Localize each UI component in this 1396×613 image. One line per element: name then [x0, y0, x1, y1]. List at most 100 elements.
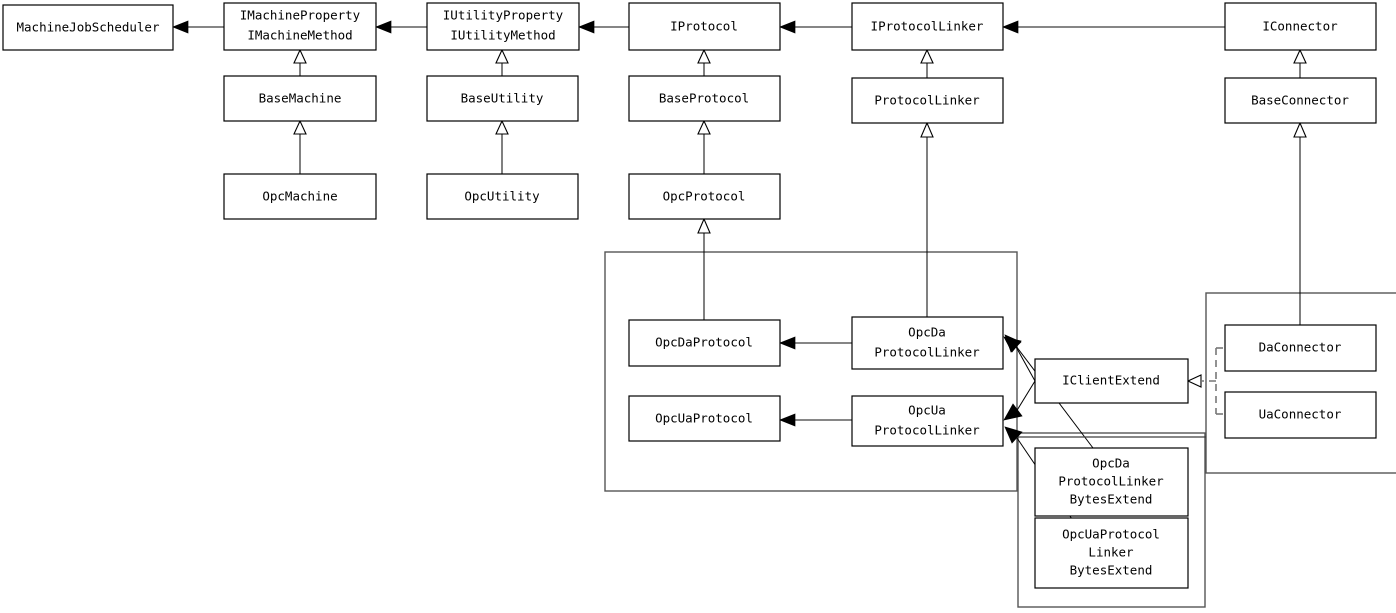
class-label: OpcUtility	[464, 189, 540, 204]
class-box[interactable]	[1034, 358, 1189, 404]
class-label: IProtocolLinker	[871, 19, 984, 34]
class-label-line1: IUtilityProperty	[443, 8, 564, 23]
class-box[interactable]	[1224, 2, 1377, 51]
edge-opcuaprotocollinker-to-opcuaprotocol	[779, 413, 852, 427]
class-label-line1: OpcDa	[1092, 456, 1130, 471]
class-label-line1: OpcDa	[908, 325, 946, 340]
class-node-basemachine[interactable]: BaseMachine	[223, 75, 377, 122]
class-label-line2: ProtocolLinker	[1058, 474, 1164, 489]
class-box[interactable]	[426, 173, 579, 220]
group-box-connector	[1205, 292, 1396, 474]
edge-baseconnector-to-iconnector	[1293, 48, 1307, 78]
class-box[interactable]	[628, 395, 781, 442]
edge-iconnector-to-iprotocollinker	[1002, 20, 1225, 34]
class-node-opcdaprotocol[interactable]: OpcDaProtocol	[628, 319, 781, 367]
edge-connectors-to-iclientextend-realization	[1186, 347, 1225, 415]
class-node-uaconnector[interactable]: UaConnector	[1224, 391, 1377, 439]
edge-iutilityproperty-to-imachineproperty	[375, 20, 427, 34]
edges-layer	[172, 20, 1307, 551]
class-node-daconnector[interactable]: DaConnector	[1224, 324, 1377, 372]
class-box[interactable]	[1224, 324, 1377, 372]
class-node-iutilityproperty[interactable]: IUtilityProperty IUtilityMethod	[426, 2, 580, 51]
class-label: BaseUtility	[461, 91, 544, 106]
class-box[interactable]	[628, 75, 781, 122]
class-node-opcualinkerbytesextend[interactable]: OpcUaProtocol Linker BytesExtend	[1034, 517, 1189, 589]
class-node-opcdalinkerbytesextend[interactable]: OpcDa ProtocolLinker BytesExtend	[1034, 447, 1189, 517]
class-box[interactable]	[223, 173, 377, 220]
class-box[interactable]	[1034, 447, 1189, 517]
class-label: BaseMachine	[259, 91, 342, 106]
edge-opcutility-to-baseutility	[495, 119, 509, 174]
class-node-protocollinker[interactable]: ProtocolLinker	[851, 77, 1004, 124]
edge-opcdaprotocol-to-opcprotocol	[697, 217, 711, 320]
class-node-opcuaprotocol[interactable]: OpcUaProtocol	[628, 395, 781, 442]
class-box[interactable]	[223, 75, 377, 122]
class-node-machinejobscheduler[interactable]: MachineJobScheduler	[2, 4, 174, 51]
edge-iclientextend-to-opcuaprotocollinker	[1003, 380, 1036, 421]
edge-basemachine-to-imachineproperty	[293, 48, 307, 76]
class-box[interactable]	[426, 75, 579, 122]
edge-opcdaprotocollinker-to-protocollinker	[920, 121, 934, 317]
class-box[interactable]	[851, 395, 1004, 447]
class-node-baseutility[interactable]: BaseUtility	[426, 75, 579, 122]
class-label-line3: BytesExtend	[1070, 492, 1153, 507]
class-box[interactable]	[426, 2, 580, 51]
class-label: UaConnector	[1259, 407, 1342, 422]
class-label: OpcProtocol	[663, 189, 746, 204]
class-node-opcprotocol[interactable]: OpcProtocol	[628, 173, 781, 220]
class-label-line2: IUtilityMethod	[450, 28, 555, 43]
class-label: OpcDaProtocol	[655, 335, 753, 350]
edge-iprotocollinker-to-iprotocol	[779, 20, 852, 34]
class-box[interactable]	[1224, 391, 1377, 439]
class-node-baseprotocol[interactable]: BaseProtocol	[628, 75, 781, 122]
class-label-line1: IMachineProperty	[240, 8, 361, 23]
class-label-line2: Linker	[1088, 545, 1134, 560]
class-boxes-layer: MachineJobScheduler IMachineProperty IMa…	[2, 2, 1377, 589]
class-label-line2: ProtocolLinker	[874, 345, 980, 360]
group-containers	[604, 251, 1396, 608]
class-label-line3: BytesExtend	[1070, 563, 1153, 578]
class-box[interactable]	[2, 4, 174, 51]
class-box[interactable]	[851, 2, 1004, 51]
class-box[interactable]	[628, 173, 781, 220]
class-box[interactable]	[851, 316, 1004, 370]
class-box[interactable]	[628, 319, 781, 367]
class-node-baseconnector[interactable]: BaseConnector	[1224, 77, 1377, 124]
class-node-opcdaprotocollinker[interactable]: OpcDa ProtocolLinker	[851, 316, 1004, 370]
class-box[interactable]	[851, 77, 1004, 124]
group-box-protocol	[604, 251, 1018, 492]
class-node-iconnector[interactable]: IConnector	[1224, 2, 1377, 51]
class-node-iprotocol[interactable]: IProtocol	[628, 2, 781, 51]
class-node-imachineproperty[interactable]: IMachineProperty IMachineMethod	[223, 2, 377, 51]
class-label: DaConnector	[1259, 340, 1342, 355]
group-box-extend	[1017, 432, 1206, 608]
class-box[interactable]	[1224, 77, 1377, 124]
edge-iprotocol-to-iutilityproperty	[578, 20, 629, 34]
edge-imachineproperty-to-machinejobscheduler	[172, 20, 224, 34]
class-label-line2: ProtocolLinker	[874, 423, 980, 438]
class-node-iprotocollinker[interactable]: IProtocolLinker	[851, 2, 1004, 51]
class-node-opcutility[interactable]: OpcUtility	[426, 173, 579, 220]
class-box[interactable]	[223, 2, 377, 51]
edge-daconnector-to-baseconnector	[1293, 121, 1307, 325]
class-node-opcmachine[interactable]: OpcMachine	[223, 173, 377, 220]
class-label-line1: OpcUaProtocol	[1062, 527, 1160, 542]
class-label: BaseConnector	[1251, 93, 1349, 108]
class-label: IClientExtend	[1062, 373, 1160, 388]
class-box[interactable]	[1034, 517, 1189, 589]
edge-opcmachine-to-basemachine	[293, 119, 307, 174]
class-label: IProtocol	[670, 19, 738, 34]
class-node-iclientextend[interactable]: IClientExtend	[1034, 358, 1189, 404]
class-label: OpcUaProtocol	[655, 411, 753, 426]
class-label: OpcMachine	[262, 189, 337, 204]
class-label: ProtocolLinker	[874, 93, 980, 108]
class-label-line2: IMachineMethod	[247, 28, 352, 43]
edge-protocollinker-to-iprotocollinker	[920, 48, 934, 78]
class-node-opcuaprotocollinker[interactable]: OpcUa ProtocolLinker	[851, 395, 1004, 447]
class-box[interactable]	[628, 2, 781, 51]
class-label: IConnector	[1262, 19, 1338, 34]
class-label: BaseProtocol	[659, 91, 749, 106]
class-label: MachineJobScheduler	[17, 20, 160, 35]
